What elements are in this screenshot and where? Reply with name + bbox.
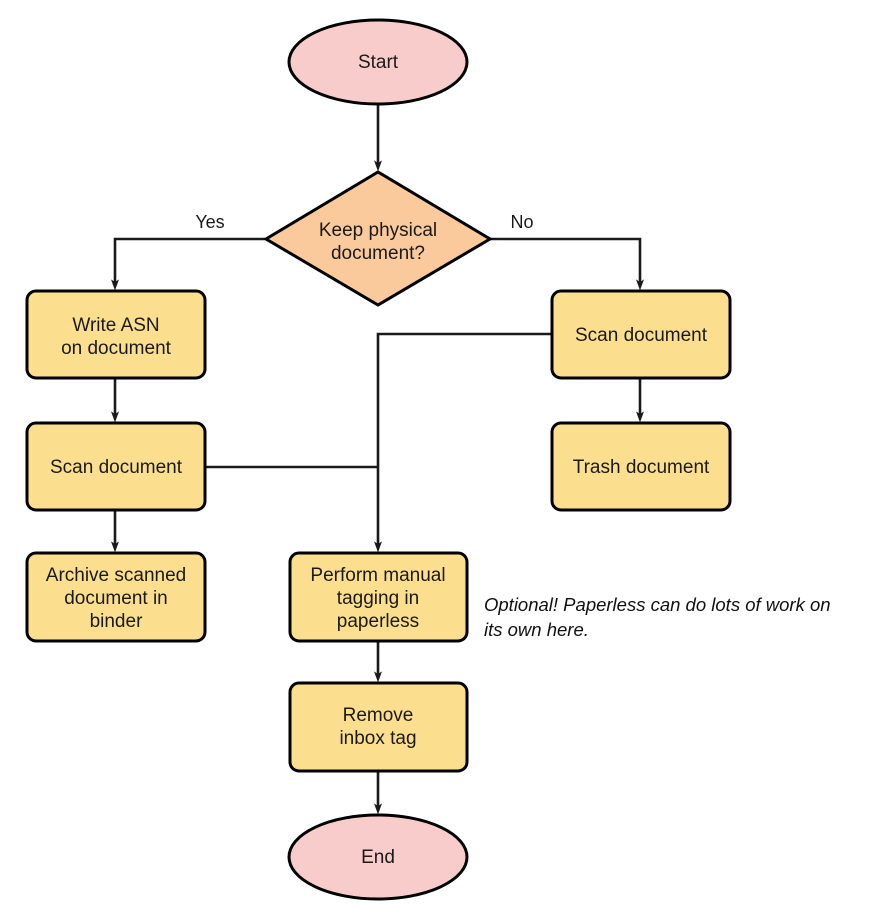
node-trash-document[interactable]: Trash document [550, 421, 732, 512]
archive-label-line3: binder [90, 611, 143, 632]
start-label: Start [358, 52, 399, 73]
manual-tagging-label-line1: Perform manual [310, 565, 445, 586]
annotation-line1: Optional! Paperless can do lots of work … [484, 594, 831, 615]
edge-label-yes: Yes [195, 212, 224, 232]
manual-tagging-box [288, 551, 469, 643]
remove-inbox-label-line1: Remove [343, 705, 414, 726]
scan-left-box [25, 421, 207, 512]
write-asn-label-line2: on document [61, 338, 172, 359]
scan-right-box [550, 289, 732, 380]
end-label: End [361, 847, 395, 868]
edge-label-no: No [510, 212, 533, 232]
edge-scan-right-to-manual-tagging [378, 332, 552, 547]
manual-tagging-label-line3: paperless [337, 611, 419, 632]
decision-label-line2: document? [331, 243, 425, 264]
node-remove-inbox-tag[interactable]: Remove inbox tag [288, 681, 469, 773]
node-archive-scanned-document[interactable]: Archive scanned document in binder [25, 551, 207, 643]
decision-diamond [263, 170, 493, 307]
archive-label-line2: document in [64, 588, 168, 609]
edge-decision-yes-to-write-asn [115, 237, 265, 285]
write-asn-label-line1: Write ASN [72, 315, 159, 336]
trash-label: Trash document [573, 457, 710, 478]
scan-right-label: Scan document [575, 325, 708, 346]
node-start[interactable]: Start [287, 18, 469, 106]
manual-tagging-label-line2: tagging in [337, 588, 419, 609]
edge-decision-no-to-scan-right [490, 237, 640, 285]
annotation-line2: its own here. [484, 619, 589, 640]
node-perform-manual-tagging[interactable]: Perform manual tagging in paperless [288, 551, 469, 643]
node-decision-keep-physical-document[interactable]: Keep physical document? [263, 170, 493, 307]
scan-left-label: Scan document [50, 457, 183, 478]
node-end[interactable]: End [287, 813, 469, 901]
node-scan-document-left[interactable]: Scan document [25, 421, 207, 512]
node-scan-document-right[interactable]: Scan document [550, 289, 732, 380]
start-ellipse [287, 18, 469, 106]
trash-box [550, 421, 732, 512]
remove-inbox-label-line2: inbox tag [339, 728, 416, 749]
end-ellipse [287, 813, 469, 901]
write-asn-box [25, 289, 207, 380]
node-write-asn[interactable]: Write ASN on document [25, 289, 207, 380]
remove-inbox-box [288, 681, 469, 773]
archive-box [25, 551, 207, 643]
decision-label-line1: Keep physical [319, 220, 437, 241]
archive-label-line1: Archive scanned [46, 565, 186, 586]
